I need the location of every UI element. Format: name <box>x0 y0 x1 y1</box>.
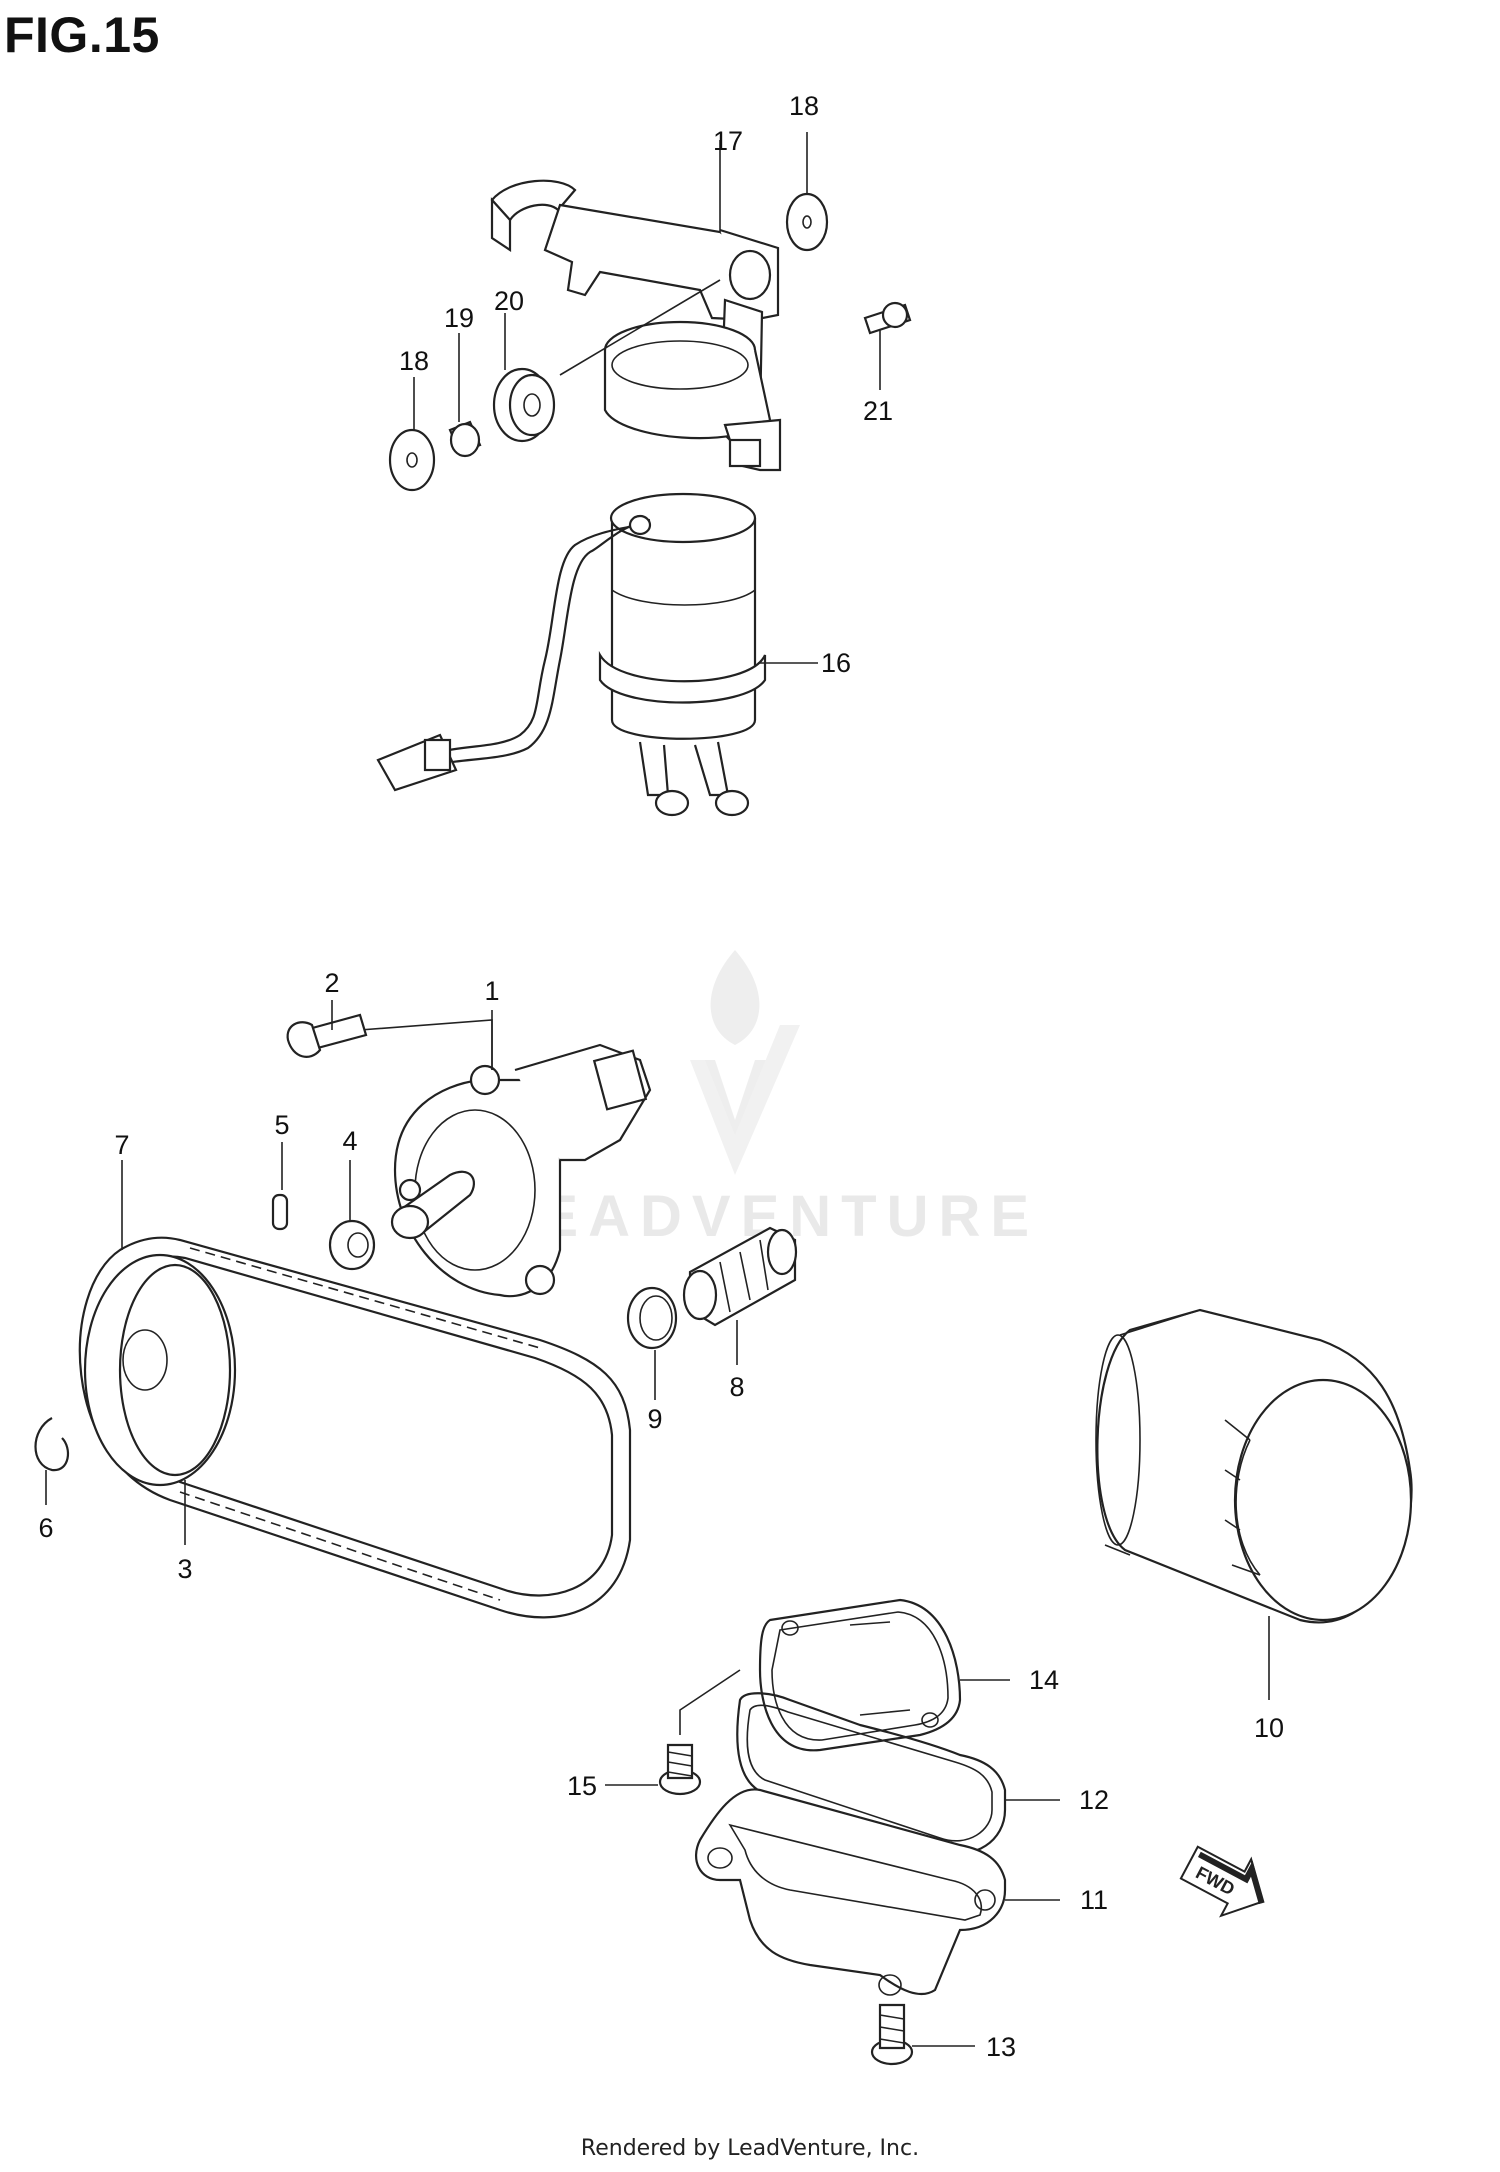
callout-9: 9 <box>647 1404 662 1434</box>
callout-15: 15 <box>567 1771 597 1801</box>
callout-2: 2 <box>324 968 339 998</box>
callout-6: 6 <box>38 1513 53 1543</box>
fwd-arrow: FWD <box>1179 1845 1265 1918</box>
callout-5: 5 <box>274 1110 289 1140</box>
callout-21: 21 <box>863 396 893 426</box>
callout-17: 17 <box>713 126 743 156</box>
part-18-washer-lower[interactable] <box>388 428 436 492</box>
callout-3: 3 <box>177 1554 192 1584</box>
callout-1: 1 <box>484 976 499 1006</box>
leader-1-bolt <box>359 1019 493 1070</box>
callout-7: 7 <box>114 1130 129 1160</box>
part-1-oil-pump[interactable] <box>390 1043 652 1298</box>
part-8-relief-valve[interactable] <box>682 1226 798 1327</box>
callout-labels: 1 2 3 4 5 6 7 8 9 10 11 12 13 14 15 16 1… <box>38 91 1284 2062</box>
part-2-bolt[interactable] <box>286 1013 368 1058</box>
part-19-collar[interactable] <box>448 420 482 458</box>
part-3-sprocket[interactable] <box>83 1253 237 1487</box>
callout-10: 10 <box>1254 1713 1284 1743</box>
part-13-drain-bolt[interactable] <box>870 2003 914 2066</box>
callout-12: 12 <box>1079 1785 1109 1815</box>
watermark: LEADVENTURE <box>494 950 1029 1249</box>
callout-13: 13 <box>986 2032 1016 2062</box>
part-6-circlip[interactable] <box>34 1417 70 1472</box>
part-21-bolt[interactable] <box>863 301 912 335</box>
callout-18-upper: 18 <box>789 91 819 121</box>
part-4-washer[interactable] <box>328 1219 376 1271</box>
part-20-grommet[interactable] <box>492 367 556 443</box>
part-16-fuel-pump[interactable] <box>376 492 767 817</box>
callout-8: 8 <box>729 1372 744 1402</box>
part-11-oil-pan[interactable] <box>695 1788 1007 1996</box>
assembly-line-15 <box>679 1669 741 1735</box>
part-12-gasket[interactable] <box>736 1692 1007 1855</box>
part-15-bolt[interactable] <box>658 1743 702 1796</box>
part-14-sump-filter[interactable] <box>758 1598 962 1752</box>
part-18-washer-upper[interactable] <box>785 192 829 252</box>
callout-18-lower: 18 <box>399 346 429 376</box>
clamp-band <box>603 320 782 472</box>
callout-4: 4 <box>342 1126 357 1156</box>
callout-16: 16 <box>821 648 851 678</box>
part-5-dowel-pin[interactable] <box>271 1193 289 1231</box>
callout-11: 11 <box>1080 1885 1108 1915</box>
callout-19: 19 <box>444 303 474 333</box>
callout-14: 14 <box>1029 1665 1059 1695</box>
part-9-gasket[interactable] <box>626 1286 678 1350</box>
callout-20: 20 <box>494 286 524 316</box>
figure-title: FIG.15 <box>4 7 160 63</box>
assembly-line-20 <box>559 279 721 376</box>
part-10-oil-filter[interactable] <box>1095 1308 1413 1624</box>
footer-credit: Rendered by LeadVenture, Inc. <box>580 2136 920 2161</box>
